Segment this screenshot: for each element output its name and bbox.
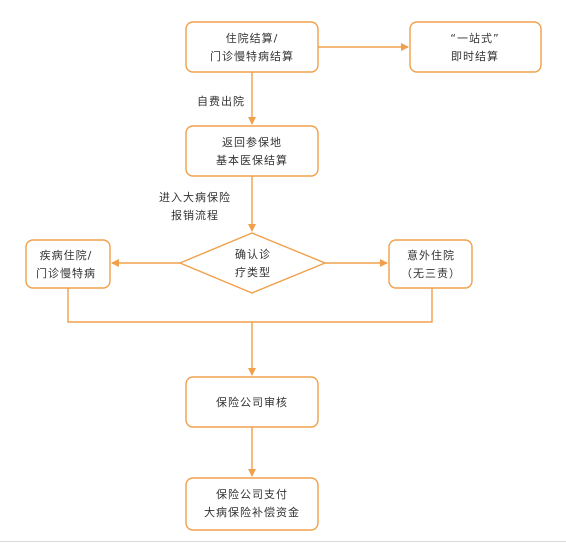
node-return-insured-line2: 基本医保结算 <box>216 153 288 167</box>
node-one-stop-line2: 即时结算 <box>451 49 499 63</box>
node-disease: 疾病住院/ 门诊慢特病 <box>25 239 111 289</box>
node-payment-box <box>185 477 319 531</box>
node-audit-label: 保险公司审核 <box>216 395 288 409</box>
node-payment-line2: 大病保险补偿资金 <box>204 505 300 519</box>
edge-label-enter-process-line1: 进入大病保险 <box>159 190 231 204</box>
node-audit: 保险公司审核 <box>185 376 319 428</box>
node-return-insured-box <box>185 125 319 177</box>
node-settlement: 住院结算/ 门诊慢特病结算 <box>185 21 319 73</box>
node-one-stop: “一站式” 即时结算 <box>409 21 542 73</box>
node-return-insured: 返回参保地 基本医保结算 <box>185 125 319 177</box>
node-payment: 保险公司支付 大病保险补偿资金 <box>185 477 319 531</box>
node-confirm-type: 确认诊 疗类型 <box>178 232 327 294</box>
node-one-stop-line1: “一站式” <box>450 31 499 45</box>
node-disease-line2: 门诊慢特病 <box>36 266 96 280</box>
node-accident-box <box>388 239 473 289</box>
node-settlement-line2: 门诊慢特病结算 <box>210 49 294 63</box>
node-one-stop-box <box>409 21 542 73</box>
node-accident: 意外住院 （无三责） <box>388 239 473 289</box>
edge-label-enter-process-line2: 报销流程 <box>171 208 219 222</box>
node-accident-line1: 意外住院 <box>407 248 455 262</box>
node-confirm-type-line1: 确认诊 <box>235 247 271 261</box>
node-confirm-type-diamond <box>178 232 327 294</box>
merge-connector <box>67 288 433 323</box>
node-return-insured-line1: 返回参保地 <box>222 135 282 149</box>
node-confirm-type-line2: 疗类型 <box>235 265 271 279</box>
node-payment-line1: 保险公司支付 <box>216 487 288 501</box>
node-settlement-line1: 住院结算/ <box>226 31 279 45</box>
node-settlement-box <box>185 21 319 73</box>
node-audit-box <box>185 376 319 428</box>
node-accident-line2: （无三责） <box>401 267 461 280</box>
node-disease-line1: 疾病住院/ <box>40 248 93 262</box>
edge-label-self-pay: 自费出院 <box>197 94 245 108</box>
node-disease-box <box>25 239 111 289</box>
